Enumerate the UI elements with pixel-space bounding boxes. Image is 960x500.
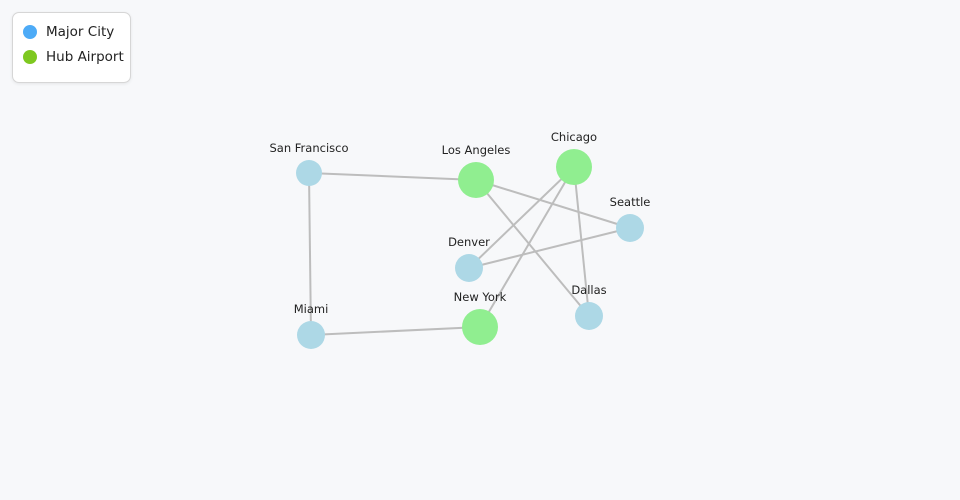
legend: Major City Hub Airport (12, 12, 131, 83)
hub-node-circle[interactable] (462, 309, 498, 345)
city-node-circle[interactable] (297, 321, 325, 349)
city-node-circle[interactable] (616, 214, 644, 242)
city-node-circle[interactable] (575, 302, 603, 330)
node-label: Seattle (610, 195, 651, 209)
node-mia[interactable]: Miami (294, 302, 329, 349)
legend-item-major-city[interactable]: Major City (23, 24, 114, 40)
legend-item-hub-airport[interactable]: Hub Airport (23, 49, 124, 65)
edge-la-dal (475, 179, 590, 317)
node-ny[interactable]: New York (454, 290, 507, 345)
city-node-circle[interactable] (455, 254, 483, 282)
edge-den-sea (468, 227, 631, 269)
edge-sf-mia (308, 172, 312, 336)
edge-chi-dal (573, 166, 590, 317)
node-la[interactable]: Los Angeles (442, 143, 511, 198)
node-sea[interactable]: Seattle (610, 195, 651, 242)
edge-mia-ny (310, 326, 481, 336)
node-label: Chicago (551, 130, 597, 144)
city-node-circle[interactable] (296, 160, 322, 186)
major-city-swatch-icon (23, 25, 37, 39)
node-label: Dallas (571, 283, 606, 297)
node-label: Denver (448, 235, 490, 249)
edge-chi-ny (479, 166, 575, 328)
edge-sf-la (308, 172, 477, 181)
legend-label: Hub Airport (46, 49, 124, 65)
hub-airport-swatch-icon (23, 50, 37, 64)
node-den[interactable]: Denver (448, 235, 490, 282)
node-dal[interactable]: Dallas (571, 283, 607, 330)
node-sf[interactable]: San Francisco (269, 141, 349, 186)
node-label: Miami (294, 302, 329, 316)
node-label: San Francisco (269, 141, 348, 155)
node-chi[interactable]: Chicago (551, 130, 597, 185)
edge-chi-den (468, 166, 575, 269)
hub-node-circle[interactable] (556, 149, 592, 185)
node-label: Los Angeles (442, 143, 511, 157)
legend-label: Major City (46, 24, 115, 40)
node-label: New York (454, 290, 507, 304)
hub-node-circle[interactable] (458, 162, 494, 198)
